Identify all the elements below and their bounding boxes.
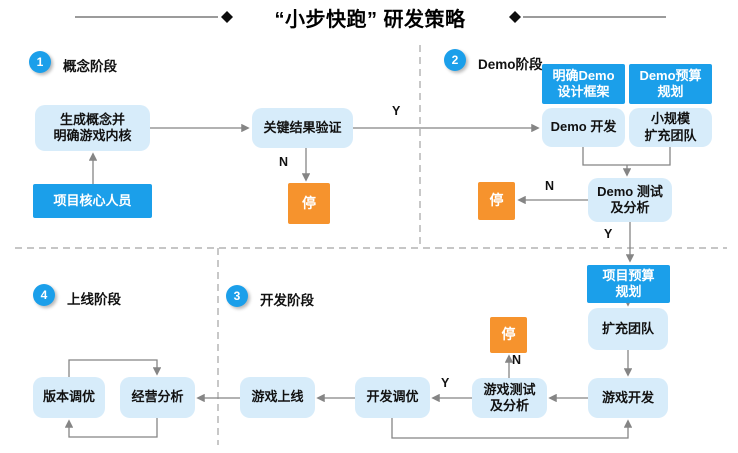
node-stop-1: 停 [288,183,330,224]
diamond-icon [221,11,233,23]
node-demo-test: Demo 测试 及分析 [588,178,672,222]
node-game-test: 游戏测试 及分析 [472,378,547,418]
node-demo-frame: 明确Demo 设计框架 [542,64,625,104]
node-expand-team: 扩充团队 [588,308,668,350]
node-concept-gen: 生成概念并 明确游戏内核 [35,105,150,151]
node-demo-dev: Demo 开发 [542,108,625,147]
phase-1-badge: 1 [29,51,51,73]
edge-label-yes-2: Y [604,227,613,241]
node-key-result: 关键结果验证 [252,108,353,148]
node-stop-3: 停 [490,317,527,353]
edge-label-no-3: N [512,353,522,367]
phase-4-label: 上线阶段 [67,292,121,307]
edge-label-no-1: N [279,155,289,169]
node-small-team: 小规模 扩充团队 [629,108,712,147]
node-version-tuning: 版本调优 [33,377,105,418]
phase-4-badge: 4 [33,284,55,306]
edge-label-no-2: N [545,179,555,193]
phase-2-badge: 2 [444,49,466,71]
edge-label-yes-3: Y [441,376,450,390]
phase-2-label: Demo阶段 [478,57,543,72]
phase-1-label: 概念阶段 [63,59,117,74]
diamond-icon [509,11,521,23]
node-game-dev: 游戏开发 [588,378,668,418]
phase-3-badge: 3 [226,285,248,307]
node-stop-2: 停 [478,182,515,220]
node-core-team: 项目核心人员 [33,184,152,218]
edge-label-yes-1: Y [392,104,401,118]
node-project-budget: 项目预算 规划 [587,265,670,303]
phase-3-label: 开发阶段 [260,293,314,308]
node-biz-analysis: 经营分析 [120,377,195,418]
page-title: “小步快跑” 研发策略 [274,9,466,31]
title-decoration [75,11,666,23]
node-game-launch: 游戏上线 [240,377,315,418]
node-dev-tuning: 开发调优 [355,377,430,418]
node-demo-budget: Demo预算 规划 [629,64,712,104]
